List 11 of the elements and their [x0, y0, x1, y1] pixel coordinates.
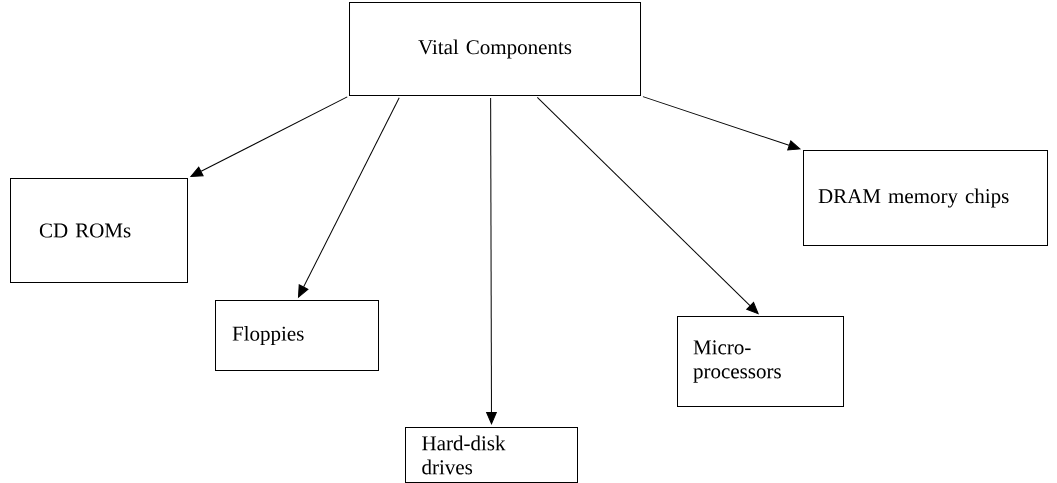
process-box: CD ROMs	[10, 178, 188, 283]
arrow	[486, 97, 497, 425]
process-box: Hard-disk drives	[405, 427, 578, 483]
arrow	[536, 96, 759, 315]
process-box: DRAM memory chips	[803, 150, 1048, 246]
arrow	[298, 97, 400, 298]
process-box: Vital Components	[349, 2, 641, 96]
arrow	[642, 96, 801, 151]
process-box: Micro-processors	[677, 316, 844, 407]
process-box: Floppies	[215, 300, 379, 371]
arrow	[190, 96, 348, 177]
